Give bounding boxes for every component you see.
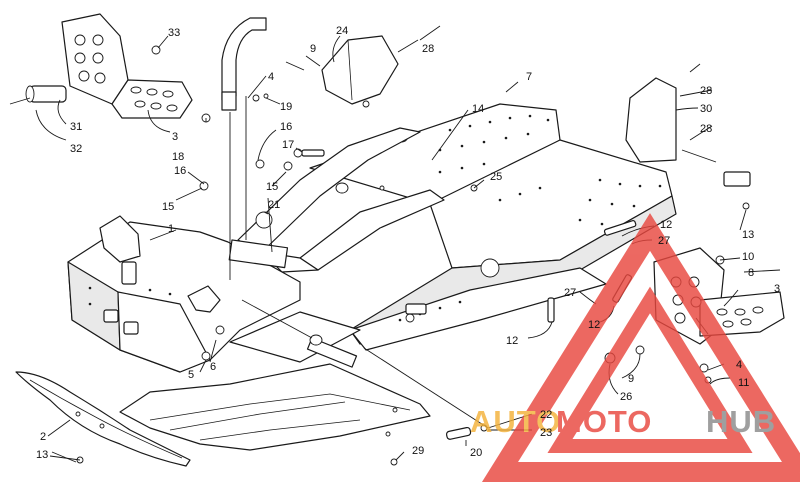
callout-3-right: 3 (774, 283, 780, 295)
callout-26: 26 (620, 391, 632, 403)
callout-28-c: 28 (700, 123, 712, 135)
watermark-text-moto: MOTO (556, 404, 652, 439)
callout-28-a: 28 (422, 43, 434, 55)
callout-29: 29 (412, 445, 424, 457)
callout-10: 10 (742, 251, 754, 263)
callout-9-bottom: 9 (628, 373, 634, 385)
callout-32: 32 (70, 143, 82, 155)
callout-13-right: 13 (742, 229, 754, 241)
callout-11: 11 (738, 377, 749, 389)
callout-30: 30 (700, 103, 712, 115)
callout-25: 25 (490, 171, 502, 183)
callout-27-b: 27 (564, 287, 576, 299)
watermark-text-auto: AUTO (470, 404, 561, 439)
callout-13-left: 13 (36, 449, 48, 461)
cross-tubes (228, 239, 361, 368)
callout-1: 1 (168, 223, 174, 235)
snow-flap (625, 77, 677, 163)
steering-post (221, 17, 267, 111)
callout-17: 17 (282, 139, 294, 151)
shock-mount (25, 85, 67, 103)
callout-8: 8 (748, 267, 754, 279)
belly-pan (119, 363, 431, 451)
callout-33: 33 (168, 27, 180, 39)
callout-7: 7 (526, 71, 532, 83)
callout-21: 21 (268, 199, 280, 211)
bracket-top (321, 35, 399, 108)
callout-19: 19 (280, 101, 292, 113)
autowotohub-watermark: AUTO MOTO HUB (470, 213, 800, 482)
tunnel-rivets (398, 114, 662, 322)
callout-2: 2 (40, 431, 46, 443)
callout-23: 23 (540, 427, 552, 439)
callout-4-top: 4 (268, 71, 274, 83)
callout-labels: 1 2 3 3 4 4 5 6 7 8 9 9 10 11 12 12 12 1… (36, 25, 780, 461)
callout-9-top: 9 (310, 43, 316, 55)
callout-20: 20 (470, 447, 482, 459)
callout-12-b: 12 (660, 219, 672, 231)
callout-22: 22 (540, 409, 552, 421)
callout-18: 18 (172, 151, 184, 163)
callout-14: 14 (472, 103, 484, 115)
callout-31: 31 (70, 121, 82, 133)
callout-16-right: 16 (280, 121, 292, 133)
leader-lines (9, 25, 781, 463)
footrest-left (61, 13, 193, 119)
callout-15-left: 15 (162, 201, 174, 213)
front-bumper (15, 371, 191, 467)
callout-28-b: 28 (700, 85, 712, 97)
callout-4-right: 4 (736, 359, 742, 371)
callout-24: 24 (336, 25, 348, 37)
callout-12-c: 12 (588, 319, 600, 331)
watermark-text-hub: HUB (706, 404, 776, 439)
callout-16-left: 16 (174, 165, 186, 177)
callout-15-right: 15 (266, 181, 278, 193)
callout-27-a: 27 (658, 235, 670, 247)
callout-6: 6 (210, 361, 216, 373)
callout-12-a: 12 (506, 335, 518, 347)
callout-3-left: 3 (172, 131, 178, 143)
callout-5: 5 (188, 369, 194, 381)
